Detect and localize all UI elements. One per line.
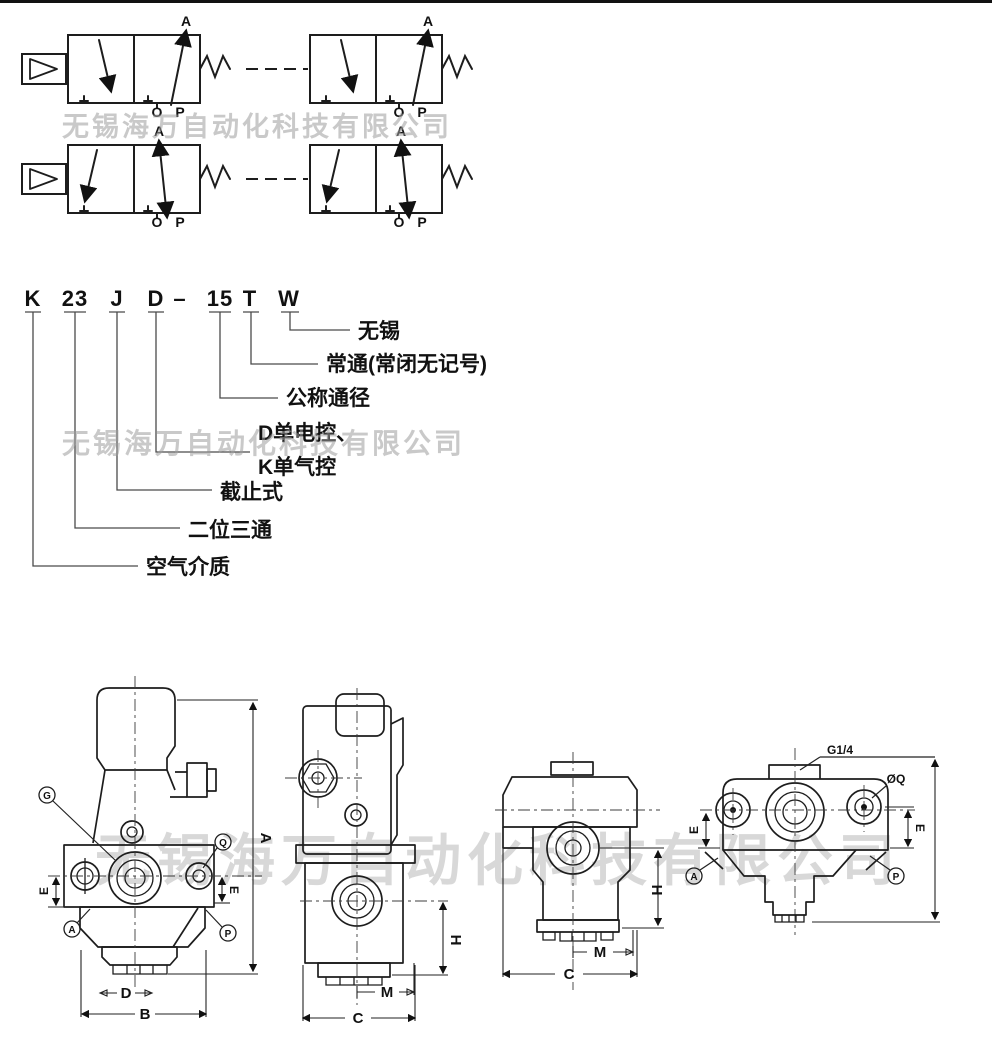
code-char-K: K [25,286,42,311]
annotation-control-type-line2: K单气控 [258,455,336,479]
dim-label-E-left-2: E [687,826,701,834]
drawing-side-view-pilot: H M C [495,752,665,990]
leader-W [289,312,350,331]
callout-port-p: P [225,929,232,940]
annotation-normally-open: 常通(常闭无记号) [326,352,487,376]
leader-15 [219,312,278,399]
drawing-front-view: A D B E E G Q A P [37,676,274,1023]
leader-23 [74,312,180,529]
drawing-top-view: G1/4 ØQ E E A P [685,743,940,935]
drawing-side-view-solenoid: H M C [285,688,464,1027]
dim-label-C: C [353,1010,364,1027]
valve-symbol-solenoid-1: A O P [21,13,230,120]
code-char-D: D [148,286,165,311]
port-o-label: O [152,214,163,230]
annotation-shutoff-type: 截止式 [220,481,283,504]
valve-body [310,31,472,108]
valve-symbol-solenoid-2: A O P [21,123,230,230]
model-code-section: K 23 J D – 15 T W 无锡 常通(常闭无记号) 公称通径 D单电控… [25,286,487,579]
annotation-nominal-diameter: 公称通径 [286,386,370,410]
code-char-W: W [278,286,300,311]
dim-label-B: B [140,1006,151,1023]
port-o-label: O [152,104,163,120]
valve-symbol-air-pilot-1: A O P [245,13,472,120]
code-char-15: 15 [207,286,233,311]
callout-port-a: A [68,925,75,936]
dim-label-E-left: E [37,887,51,895]
valve-body [68,31,230,108]
watermark-middle: 无锡海万自动化科技有限公司 [62,428,465,459]
port-o-label: O [394,104,405,120]
dim-label-D: D [121,985,132,1002]
dim-label-H: H [447,935,464,946]
watermark-bottom: 无锡海万自动化科技有限公司 [95,829,901,892]
leader-J [116,312,212,491]
code-char-T: T [243,286,257,311]
port-p-label: P [417,214,426,230]
code-char-dash: – [173,286,186,311]
annotation-wuxi: 无锡 [358,319,400,343]
port-p-label: P [175,104,184,120]
callout-center-port: G [43,791,51,802]
leader-D [155,312,250,453]
dim-label-E-right-2: E [913,824,927,832]
pilot-port-label: ØQ [887,772,906,786]
code-char-23: 23 [62,286,88,311]
annotation-air-medium: 空气介质 [146,555,230,579]
port-o-label: O [394,214,405,230]
port-a-label: A [181,13,191,29]
top-border-line [0,0,992,3]
port-a-label: A [396,123,406,139]
callout-port-a-2: A [690,872,697,883]
dim-label-M: M [381,984,394,1001]
port-p-label: P [175,214,184,230]
dim-label-A: A [257,833,274,844]
code-char-J: J [110,286,123,311]
annotation-2pos-3way: 二位三通 [188,518,272,542]
dim-label-M-2: M [594,944,607,961]
annotation-control-type-line1: D单电控、 [258,421,357,445]
watermark-top: 无锡海万自动化科技有限公司 [62,111,452,142]
leader-T [250,312,318,365]
dim-label-E-right: E [227,886,241,894]
callout-port-p-2: P [893,872,900,883]
callout-side-port: Q [219,838,227,849]
valve-symbol-air-pilot-2: A O P [245,123,472,230]
valve-body [68,141,230,218]
port-p-label: P [417,104,426,120]
port-a-label: A [423,13,433,29]
solenoid-pilot-icon [21,53,69,85]
dim-label-C-2: C [564,966,575,983]
solenoid-pilot-icon [21,163,69,195]
thread-label: G1/4 [827,743,853,757]
port-a-label: A [154,123,164,139]
leader-K [32,312,138,567]
valve-body [310,141,472,218]
dim-label-H-2: H [648,885,665,896]
valve-symbols-section: A O P A O P A O P A O P [21,13,472,230]
